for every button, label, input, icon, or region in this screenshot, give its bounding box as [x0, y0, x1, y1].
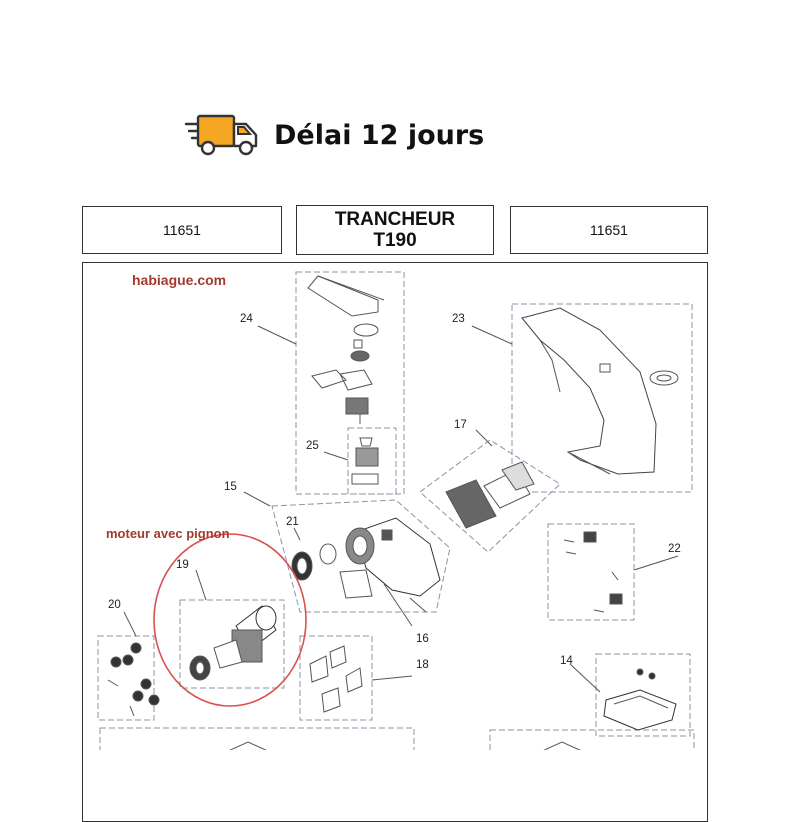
part-19-motor: [189, 605, 277, 681]
motor-note: moteur avec pignon: [106, 526, 230, 541]
part-code-left-text: 11651: [163, 222, 201, 238]
part-23-blade-guard: [521, 307, 679, 475]
part-label: 24: [240, 313, 253, 325]
motor-highlight-circle: [153, 533, 307, 707]
part-label: 18: [416, 659, 429, 671]
part-code-right-text: 11651: [590, 222, 628, 238]
part-label: 25: [306, 440, 319, 452]
diagram-title-line1: TRANCHEUR: [334, 209, 456, 230]
part-label: 22: [668, 543, 681, 555]
exploded-parts-diagram: habiague.com moteur avec pignon 24 23 25…: [97, 271, 695, 750]
part-18-feet: [309, 645, 363, 713]
part-15-housing: [339, 517, 441, 613]
diagram-title-line2: T190: [373, 230, 417, 251]
part-label: 17: [454, 419, 467, 431]
delivery-truck-icon: [184, 114, 258, 156]
part-label: 19: [176, 559, 189, 571]
part-20-washers: [107, 642, 160, 717]
part-label: 14: [560, 655, 573, 667]
bottom-partial-parts: [229, 741, 581, 750]
diagram-title: TRANCHEUR T190: [296, 205, 494, 255]
part-25-blade-lock: [351, 437, 379, 485]
part-label: 21: [286, 516, 299, 528]
part-21-bearing: [291, 543, 337, 581]
part-22-screws: [563, 531, 623, 613]
part-group-outlines: [97, 271, 695, 750]
delivery-delay-text: Délai 12 jours: [274, 119, 485, 151]
leader-lines: [123, 325, 679, 693]
part-label: 23: [452, 313, 465, 325]
brand-watermark: habiague.com: [132, 272, 226, 288]
part-label: 16: [416, 633, 429, 645]
part-code-right: 11651: [510, 206, 708, 254]
part-code-left: 11651: [82, 206, 282, 254]
part-label: 20: [108, 599, 121, 611]
part-24-lid-assembly: [307, 275, 385, 424]
delivery-banner: Délai 12 jours: [184, 108, 484, 162]
part-label: 15: [224, 481, 237, 493]
part-14-base: [603, 668, 677, 731]
part-17-plate: [445, 461, 535, 529]
